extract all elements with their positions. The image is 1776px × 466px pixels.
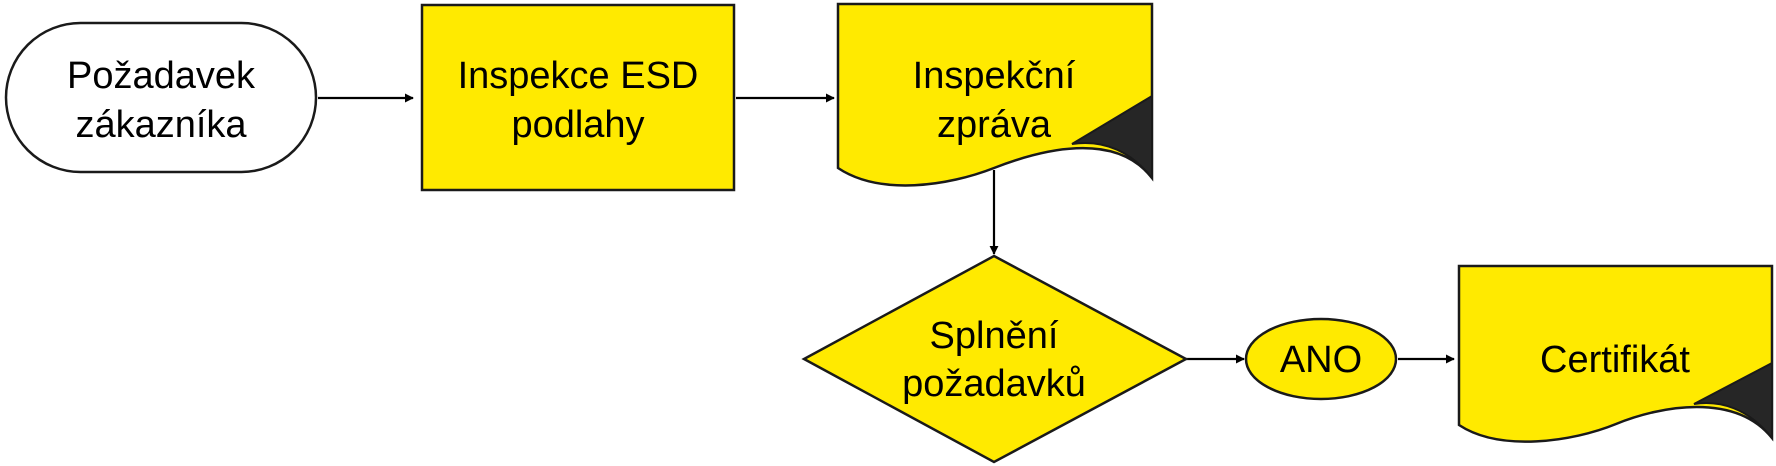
document-shape <box>836 2 1154 187</box>
terminator-shape <box>4 21 318 174</box>
node-inspection-line1: Inspekce ESD <box>458 55 699 97</box>
node-esd-inspection[interactable]: Inspekce ESD podlahy <box>420 3 736 192</box>
node-yes[interactable]: ANO <box>1244 317 1398 401</box>
process-shape <box>420 3 736 192</box>
node-request-line1: Požadavek <box>67 55 256 97</box>
yes-ellipse <box>1244 317 1398 401</box>
node-inspection-line2: podlahy <box>511 104 644 146</box>
node-requirements-decision[interactable]: Splnění požadavků <box>801 254 1189 464</box>
node-report-line1: Inspekční <box>913 55 1076 97</box>
node-decision-line1: Splnění <box>930 315 1059 357</box>
document-fold-corner <box>1693 361 1773 441</box>
node-decision-line2: požadavků <box>902 363 1086 405</box>
decision-diamond <box>801 254 1189 464</box>
node-request-line2: zákazníka <box>75 104 247 146</box>
document-shape <box>1457 264 1774 443</box>
node-yes-label: ANO <box>1280 339 1362 381</box>
node-inspection-report[interactable]: Inspekční zpráva <box>836 2 1154 187</box>
document-fold-corner <box>1071 94 1153 181</box>
connectors <box>318 93 1455 364</box>
node-customer-request[interactable]: Požadavek zákazníka <box>4 21 318 174</box>
node-certificate[interactable]: Certifikát <box>1457 264 1774 443</box>
node-certificate-label: Certifikát <box>1540 339 1690 381</box>
node-report-line2: zpráva <box>937 104 1052 146</box>
